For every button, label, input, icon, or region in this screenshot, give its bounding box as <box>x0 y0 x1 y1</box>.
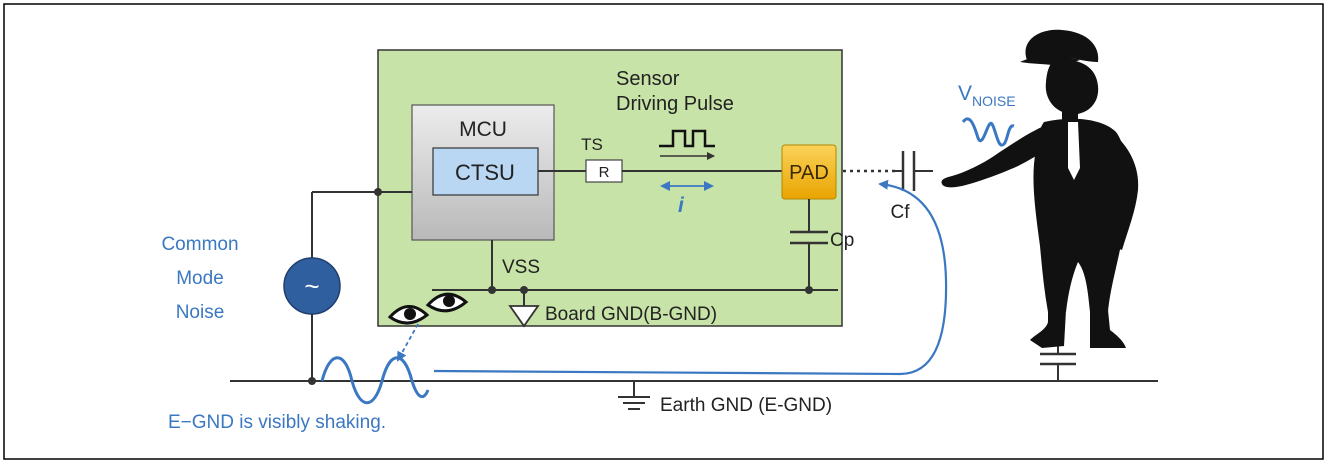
eyes-icon <box>387 292 469 325</box>
resistor-label: R <box>599 164 610 181</box>
sensor-label-line2: Driving Pulse <box>616 93 734 115</box>
common-mode-label-2: Mode <box>176 268 224 289</box>
current-label: i <box>678 194 685 217</box>
mcu-label: MCU <box>459 118 507 141</box>
noise-source-symbol: ~ <box>304 271 319 301</box>
ctsu-label: CTSU <box>455 160 515 185</box>
shaking-label: E−GND is visibly shaking. <box>168 412 386 433</box>
board-gnd-label: Board GND(B-GND) <box>545 304 717 325</box>
cp-label: Cp <box>830 230 854 251</box>
egnd-shaking-wave <box>320 356 430 404</box>
pulse-waveform-icon <box>659 129 715 148</box>
earth-gnd-label: Earth GND (E-GND) <box>660 395 832 416</box>
ts-label: TS <box>581 135 603 154</box>
board-gnd-symbol <box>508 305 540 328</box>
pad-label: PAD <box>789 162 829 184</box>
cf-label: Cf <box>891 202 911 223</box>
person-silhouette-icon <box>941 29 1139 348</box>
eyes-look-arrow <box>397 323 419 362</box>
sensor-label-line1: Sensor <box>616 68 680 90</box>
vnoise-wave-icon <box>961 117 1015 147</box>
noise-return-path <box>433 179 948 376</box>
vnoise-label: VNOISE <box>958 82 1016 109</box>
common-mode-label-1: Common <box>161 234 238 255</box>
vss-label: VSS <box>502 257 540 278</box>
common-mode-label-3: Noise <box>176 302 225 323</box>
outer-frame <box>3 3 1324 460</box>
